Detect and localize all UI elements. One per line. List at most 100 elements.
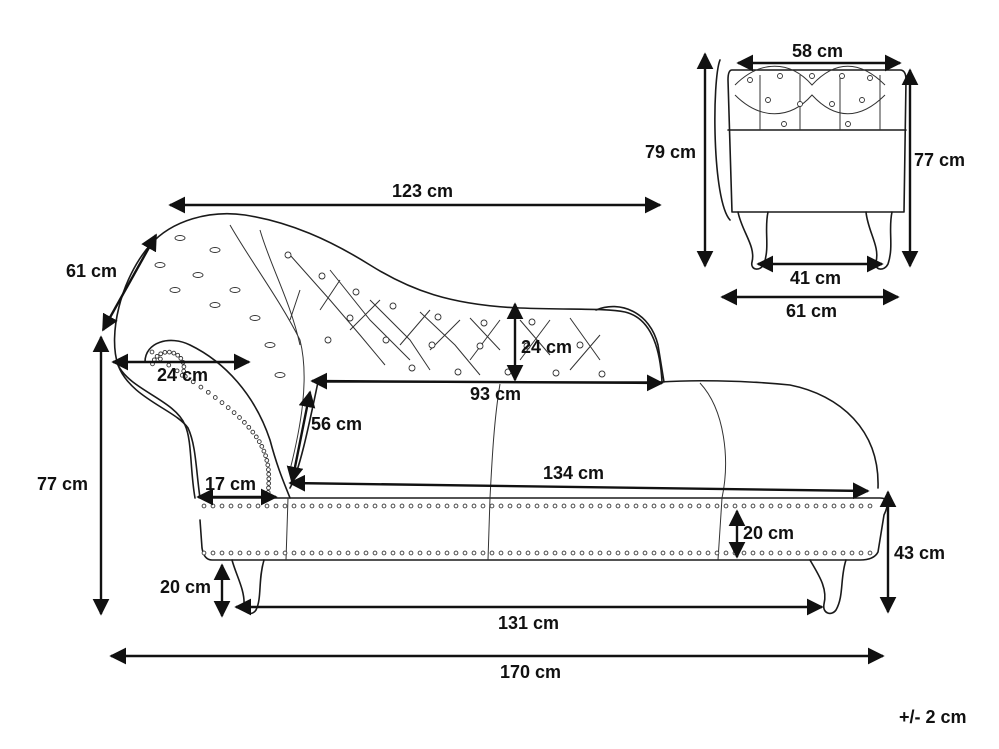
- nailhead-stud: [345, 550, 351, 556]
- nailhead-stud: [444, 550, 450, 556]
- nailhead-stud: [178, 356, 184, 361]
- nailhead-stud: [219, 503, 225, 509]
- nailhead-stud: [345, 503, 351, 509]
- nailhead-stud: [759, 550, 765, 556]
- nailhead-stud: [266, 471, 272, 477]
- nailhead-stud: [516, 550, 522, 556]
- nailhead-stud: [588, 550, 594, 556]
- nailhead-stud: [615, 503, 621, 509]
- label-end-leg-span: 41 cm: [790, 268, 841, 288]
- nailhead-stud: [804, 550, 810, 556]
- nailhead-stud: [489, 550, 495, 556]
- nailhead-stud: [158, 351, 164, 357]
- nailhead-stud: [813, 503, 819, 509]
- label-end-top-width: 58 cm: [792, 41, 843, 61]
- nailhead-stud: [381, 503, 387, 509]
- nailhead-stud: [741, 550, 747, 556]
- nailhead-stud: [507, 550, 513, 556]
- nailhead-stud: [660, 503, 666, 509]
- label-end-front-height: 77 cm: [914, 150, 965, 170]
- seat-seams: [285, 382, 726, 561]
- nailhead-stud: [723, 550, 729, 556]
- nailhead-stud: [354, 550, 360, 556]
- nailhead-stud: [282, 550, 288, 556]
- label-overall-length: 170 cm: [500, 662, 561, 682]
- nailhead-stud: [471, 503, 477, 509]
- nailhead-stud: [228, 503, 234, 509]
- nailhead-stud: [777, 550, 783, 556]
- nailhead-stud: [516, 503, 522, 509]
- nailhead-stud: [759, 503, 765, 509]
- nailhead-stud: [561, 503, 567, 509]
- nailhead-stud: [255, 503, 261, 509]
- nailhead-stud: [264, 503, 270, 509]
- nailhead-stud: [606, 503, 612, 509]
- label-leg-span: 131 cm: [498, 613, 559, 633]
- nailhead-stud: [256, 439, 262, 444]
- nailhead-stud: [678, 503, 684, 509]
- nailhead-stud: [750, 503, 756, 509]
- nailhead-stud: [813, 550, 819, 556]
- nailhead-stud: [768, 550, 774, 556]
- nailhead-stud: [265, 462, 271, 468]
- nailhead-stud: [480, 550, 486, 556]
- nailhead-stud: [471, 550, 477, 556]
- label-seat-back-height: 56 cm: [311, 414, 362, 434]
- dim-line-93: [310, 372, 664, 392]
- nailhead-stud: [266, 476, 272, 482]
- label-total-length: 123 cm: [392, 181, 453, 201]
- nailhead-stud: [507, 503, 513, 509]
- nailhead-stud: [263, 453, 268, 459]
- nailhead-stud: [198, 384, 204, 390]
- nailhead-stud: [678, 550, 684, 556]
- nailhead-stud: [417, 550, 423, 556]
- nailhead-stud: [336, 503, 342, 509]
- nailhead-stud: [171, 350, 177, 356]
- nailhead-stud: [453, 550, 459, 556]
- nailhead-stud: [246, 424, 252, 430]
- nailhead-stud: [552, 503, 558, 509]
- nailhead-stud: [579, 503, 585, 509]
- nailhead-stud: [300, 550, 306, 556]
- nailhead-stud: [552, 550, 558, 556]
- nailhead-stud: [489, 503, 495, 509]
- nailhead-stud: [705, 550, 711, 556]
- nailhead-stud: [201, 503, 207, 509]
- label-tolerance: +/- 2 cm: [899, 707, 967, 727]
- nailhead-stud: [795, 503, 801, 509]
- nailhead-stud: [228, 550, 234, 556]
- nailhead-stud: [265, 490, 271, 495]
- nailhead-stud: [309, 503, 315, 509]
- back-leg: [809, 559, 847, 615]
- nailhead-stud: [158, 356, 163, 362]
- nailhead-stud: [831, 550, 837, 556]
- nailhead-stud: [804, 503, 810, 509]
- nailhead-stud: [624, 550, 630, 556]
- nailhead-stud: [219, 400, 225, 405]
- nailhead-stud: [190, 379, 196, 385]
- dim-line-134: [288, 474, 870, 500]
- nailhead-stud: [597, 503, 603, 509]
- nailhead-stud: [651, 550, 657, 556]
- nailhead-stud: [253, 434, 259, 440]
- nailhead-stud: [570, 503, 576, 509]
- tufting-buttons: [154, 235, 606, 378]
- nailhead-stud: [237, 503, 243, 509]
- nailhead-stud: [210, 503, 216, 509]
- nailhead-stud: [212, 395, 218, 400]
- nailhead-stud: [831, 503, 837, 509]
- nailhead-stud: [167, 349, 172, 355]
- nailhead-stud: [849, 503, 855, 509]
- nailhead-stud: [435, 550, 441, 556]
- nailhead-stud: [669, 503, 675, 509]
- nailhead-stud: [149, 349, 155, 355]
- nailhead-stud: [300, 503, 306, 509]
- nailhead-stud: [210, 550, 216, 556]
- label-end-back-height: 79 cm: [645, 142, 696, 162]
- nailhead-stud: [822, 550, 828, 556]
- nailhead-stud: [858, 550, 864, 556]
- nailhead-stud: [570, 550, 576, 556]
- nailhead-stud: [291, 503, 297, 509]
- label-end-width: 61 cm: [786, 301, 837, 321]
- nailhead-stud: [624, 503, 630, 509]
